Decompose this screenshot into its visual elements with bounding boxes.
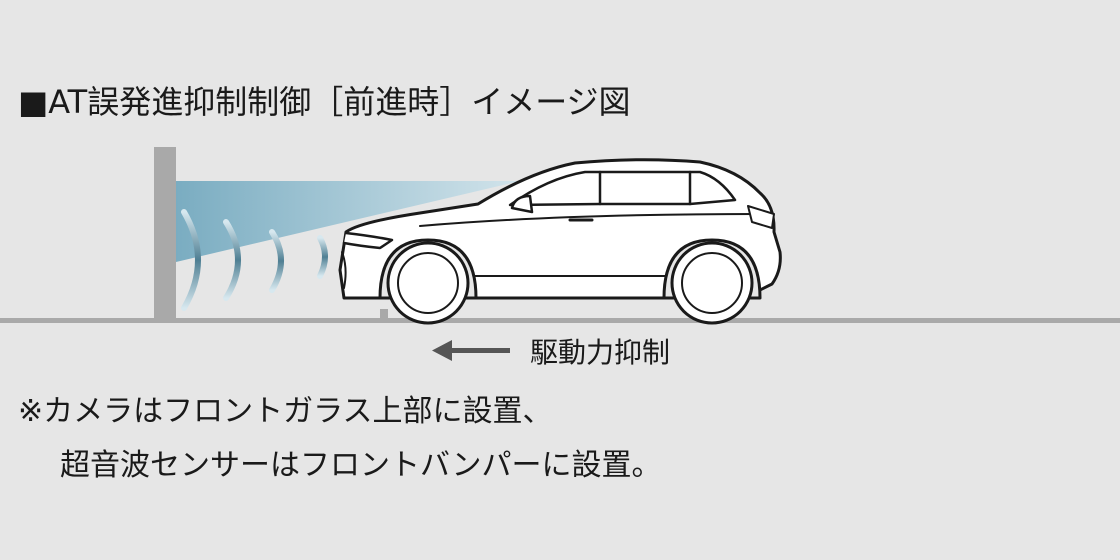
car-window	[508, 170, 737, 207]
note-line-1: ※カメラはフロントガラス上部に設置、	[18, 394, 553, 429]
diagram-title: ■AT誤発進抑制制御［前進時］イメージ図	[18, 83, 631, 121]
front-wheel	[386, 241, 470, 325]
headlight	[342, 231, 394, 250]
rear-light	[747, 205, 775, 229]
camera-beam	[176, 181, 520, 262]
wave-3	[223, 219, 241, 301]
ultrasonic-waves	[181, 209, 328, 311]
wave-2	[269, 229, 284, 293]
car-illustration	[338, 158, 782, 325]
wave-4	[181, 209, 201, 311]
bumper-sensor	[380, 309, 388, 319]
side-mirror	[510, 194, 534, 214]
front-wheel-rim	[397, 252, 459, 314]
grille	[341, 251, 347, 289]
note-line-2: 超音波センサーはフロントバンパーに設置。	[60, 448, 662, 483]
wave-1	[317, 235, 328, 279]
body-line	[419, 213, 761, 227]
arrow-left	[432, 340, 510, 361]
ground-line	[0, 318, 1120, 323]
rear-wheel-rim	[681, 252, 743, 314]
arrow-label: 駆動力抑制	[530, 336, 671, 369]
rear-wheel	[670, 241, 754, 325]
wall-obstacle	[154, 147, 176, 319]
